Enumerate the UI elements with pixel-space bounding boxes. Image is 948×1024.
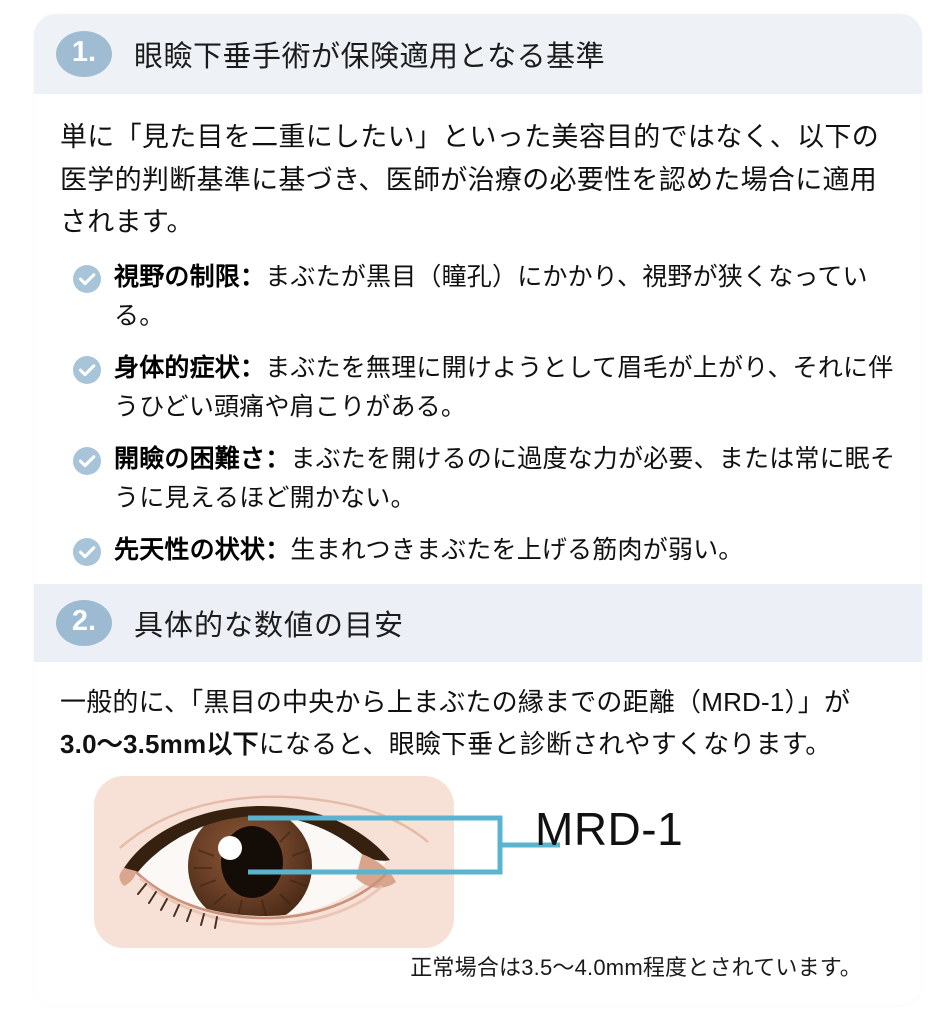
content-card: 1. 眼瞼下垂手術が保険適用となる基準 単に「見た目を二重にしたい」といった美容… xyxy=(34,14,922,1006)
check-circle-icon xyxy=(72,264,102,294)
criteria-desc: 生まれつきまぶたを上げる筋肉が弱い。 xyxy=(290,535,744,564)
check-circle-icon xyxy=(72,355,102,385)
criteria-text: 身体的症状：まぶたを無理に開けようとして眉毛が上がり、それに伴うひどい頭痛や肩こ… xyxy=(114,349,896,428)
eye-diagram-illustration xyxy=(94,775,454,948)
criteria-term: 視野の制限： xyxy=(114,262,266,291)
section-2-number-badge: 2. xyxy=(56,600,112,647)
criteria-term: 身体的症状： xyxy=(114,353,266,382)
section-1-number-badge: 1. xyxy=(56,31,112,77)
section-1-header: 1. 眼瞼下垂手術が保険適用となる基準 xyxy=(34,14,922,94)
mrd-figure: MRD-1 正常場合は3.5〜4.0mm程度とされています。 xyxy=(60,775,896,980)
criteria-text: 先天性の状状：生まれつきまぶたを上げる筋肉が弱い。 xyxy=(114,531,744,571)
section-2-body: 一般的に、「黒目の中央から上まぶたの縁までの距離（MRD-1）」が 3.0〜3.5… xyxy=(34,662,922,980)
check-circle-icon xyxy=(72,537,102,567)
criteria-text: 開瞼の困難さ：まぶたを開けるのに過度な力が必要、または常に眠そうに見えるほど開か… xyxy=(114,440,896,519)
criteria-desc: まぶたを無理に開けようとして眉毛が上がり、それに伴うひどい頭痛や肩こりがある。 xyxy=(114,353,894,422)
list-item: 開瞼の困難さ：まぶたを開けるのに過度な力が必要、または常に眠そうに見えるほど開か… xyxy=(60,440,896,519)
section-1-body: 単に「見た目を二重にしたい」といった美容目的ではなく、以下の医学的判断基準に基づ… xyxy=(34,94,922,570)
list-item: 先天性の状状：生まれつきまぶたを上げる筋肉が弱い。 xyxy=(60,531,896,571)
mrd-lead-after: になると、眼瞼下垂と診断されやすくなります。 xyxy=(258,729,832,760)
mrd-normal-range-caption: 正常場合は3.5〜4.0mm程度とされています。 xyxy=(410,954,862,980)
check-circle-icon xyxy=(72,446,102,476)
criteria-text: 視野の制限：まぶたが黒目（瞳孔）にかかり、視野が狭くなっている。 xyxy=(114,258,896,337)
section-2-header: 2. 具体的な数値の目安 xyxy=(34,584,922,663)
mrd-definition-paragraph: 一般的に、「黒目の中央から上まぶたの縁までの距離（MRD-1）」が 3.0〜3.5… xyxy=(60,682,896,765)
criteria-checklist: 視野の制限：まぶたが黒目（瞳孔）にかかり、視野が狭くなっている。 身体的症状：ま… xyxy=(60,258,896,571)
mrd-lead-before: 一般的に、「黒目の中央から上まぶたの縁までの距離（MRD-1）」が xyxy=(60,687,851,718)
criteria-term: 開瞼の困難さ： xyxy=(114,444,291,473)
list-item: 身体的症状：まぶたを無理に開けようとして眉毛が上がり、それに伴うひどい頭痛や肩こ… xyxy=(60,349,896,428)
section-2-title: 具体的な数値の目安 xyxy=(134,610,405,643)
mrd-threshold-value: 3.0〜3.5mm以下 xyxy=(60,729,259,760)
list-item: 視野の制限：まぶたが黒目（瞳孔）にかかり、視野が狭くなっている。 xyxy=(60,258,896,337)
criteria-term: 先天性の状状： xyxy=(114,535,291,564)
section-1-title: 眼瞼下垂手術が保険適用となる基準 xyxy=(134,41,606,73)
criteria-desc: まぶたが黒目（瞳孔）にかかり、視野が狭くなっている。 xyxy=(114,262,868,331)
section-1-lead-paragraph: 単に「見た目を二重にしたい」といった美容目的ではなく、以下の医学的判断基準に基づ… xyxy=(60,122,879,238)
mrd-callout-label: MRD-1 xyxy=(535,802,684,855)
criteria-desc: まぶたを開けるのに過度な力が必要、または常に眠そうに見えるほど開かない。 xyxy=(114,444,896,513)
